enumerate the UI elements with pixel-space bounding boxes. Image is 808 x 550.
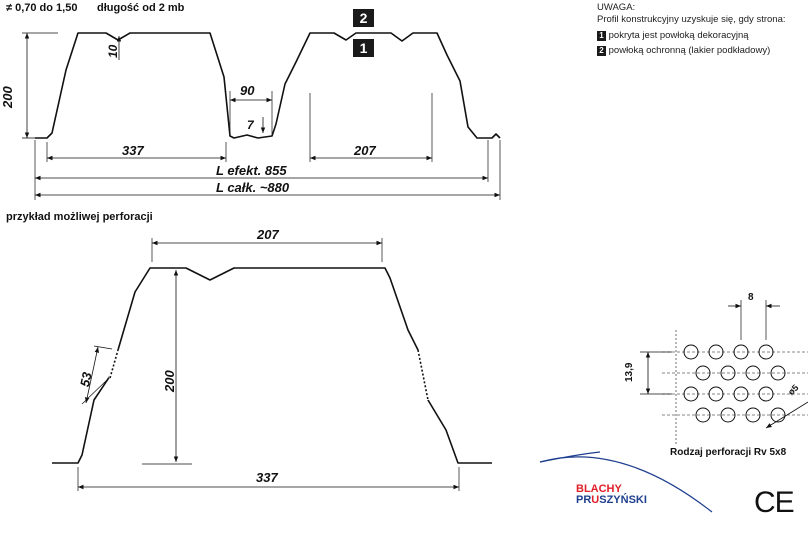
hole-pattern [662, 330, 808, 444]
note-item-2-text: powłoką ochronną (lakier podkładowy) [608, 45, 771, 56]
side-badge-1: 1 [597, 31, 606, 41]
pattern-row-label: 13,9 [624, 362, 635, 382]
perf-top-width-label: 207 [257, 227, 279, 242]
profile-bottom-width-label: 337 [122, 143, 144, 158]
brand-logo: BLACHY PRUSZYŃSKI [576, 484, 647, 506]
side-badge-2: 2 [597, 46, 606, 56]
note-title: UWAGA: [597, 2, 636, 13]
note-block: UWAGA: Profil konstrukcyjny uzyskuje się… [597, 2, 808, 57]
note-item-1: 1 pokryta jest powłoką dekoracyjną [597, 30, 808, 42]
note-item-1-text: pokryta jest powłoką dekoracyjną [608, 30, 749, 41]
perforated-profile-outline [52, 267, 492, 464]
profile-side-badge-1: 1 [353, 39, 374, 57]
length-spec: długość od 2 mb [97, 2, 185, 14]
profile-valley-depth-label: 7 [247, 118, 254, 132]
note-text: Profil konstrukcyjny uzyskuje się, gdy s… [597, 14, 786, 25]
profile-notch-label: 10 [106, 44, 120, 58]
pattern-caption: Rodzaj perforacji Rv 5x8 [670, 447, 787, 458]
l-efekt-label: L efekt. 855 [216, 163, 287, 178]
perf-height-label: 200 [162, 370, 177, 392]
ce-mark: CE [754, 486, 795, 519]
profile-side-badge-2: 2 [353, 9, 374, 27]
l-calk-label: L całk. ~880 [216, 180, 290, 195]
profile-valley-width-label: 90 [240, 83, 255, 98]
profile-outline [35, 32, 501, 139]
perf-length-label: 53 [77, 370, 95, 389]
profile-height-label: 200 [0, 86, 15, 108]
brand-line1: BLACHY [576, 483, 622, 495]
pattern-pitch-label: 8 [748, 292, 754, 303]
perforation-title: przykład możliwej perforacji [6, 211, 153, 223]
brand-line2: PRUSZYŃSKI [576, 494, 647, 506]
profile-top-width-label: 207 [354, 143, 376, 158]
note-item-2: 2 powłoką ochronną (lakier podkładowy) [597, 45, 808, 57]
perf-bottom-width-label: 337 [256, 470, 278, 485]
thickness-spec: ≠ 0,70 do 1,50 [6, 2, 78, 14]
